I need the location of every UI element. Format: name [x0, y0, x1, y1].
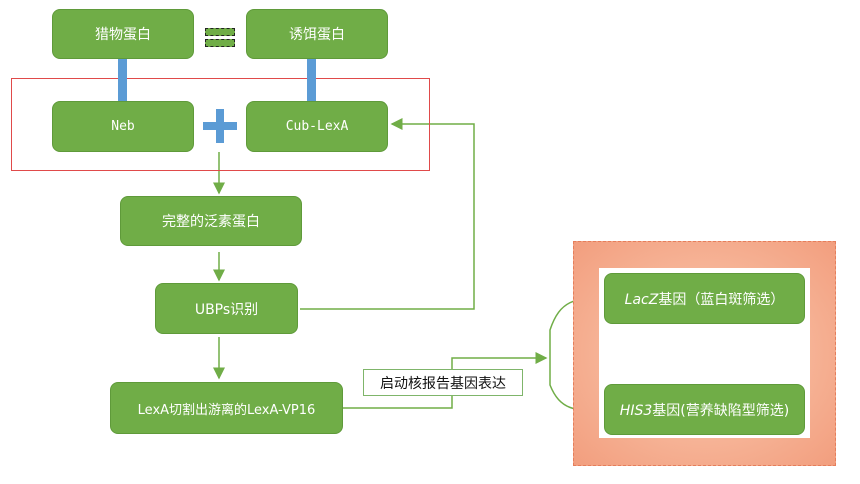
bait-cub-connector — [307, 58, 316, 101]
his3-reporter-text: HIS3基因(营养缺陷型筛选) — [620, 400, 789, 420]
arrow-ubps-to-cub-lexa — [300, 118, 475, 310]
start-reporter-label: 启动核报告基因表达 — [380, 375, 506, 392]
his3-reporter-box: HIS3基因(营养缺陷型筛选) — [604, 384, 805, 435]
his3-gene-desc: 基因(营养缺陷型筛选) — [652, 402, 790, 419]
plus-icon — [203, 109, 237, 143]
neb-label: Neb — [111, 119, 135, 134]
complete-ubiquitin-box: 完整的泛素蛋白 — [120, 196, 302, 246]
interaction-bar-bottom — [205, 39, 235, 47]
lexa-cleave-box: LexA切割出游离的LexA-VP16 — [110, 382, 343, 434]
prey-protein-box: 猎物蛋白 — [52, 9, 194, 59]
interaction-bar-top — [205, 28, 235, 36]
ubps-recognition-label: UBPs识别 — [194, 301, 259, 318]
start-reporter-label-box: 启动核报告基因表达 — [363, 369, 523, 396]
lacz-reporter-text: LacZ基因（蓝白斑筛选） — [625, 289, 785, 309]
prey-protein-label: 猎物蛋白 — [95, 27, 151, 43]
prey-neb-connector — [118, 58, 127, 101]
lexa-cleave-label: LexA切割出游离的LexA-VP16 — [137, 402, 316, 418]
lacz-gene-desc: 基因（蓝白斑筛选） — [658, 291, 785, 308]
lacz-gene-name: LacZ — [624, 291, 659, 308]
bait-protein-box: 诱饵蛋白 — [246, 9, 388, 59]
lacz-reporter-box: LacZ基因（蓝白斑筛选） — [604, 273, 805, 324]
neb-box: Neb — [52, 101, 194, 152]
ubps-recognition-box: UBPs识别 — [155, 283, 298, 334]
complete-ubiquitin-label: 完整的泛素蛋白 — [162, 214, 260, 230]
his3-gene-name: HIS3 — [619, 402, 653, 419]
cub-lexa-box: Cub-LexA — [246, 101, 388, 152]
fusion-frame — [11, 78, 430, 171]
bait-protein-label: 诱饵蛋白 — [289, 27, 345, 43]
cub-lexa-label: Cub-LexA — [285, 119, 349, 134]
